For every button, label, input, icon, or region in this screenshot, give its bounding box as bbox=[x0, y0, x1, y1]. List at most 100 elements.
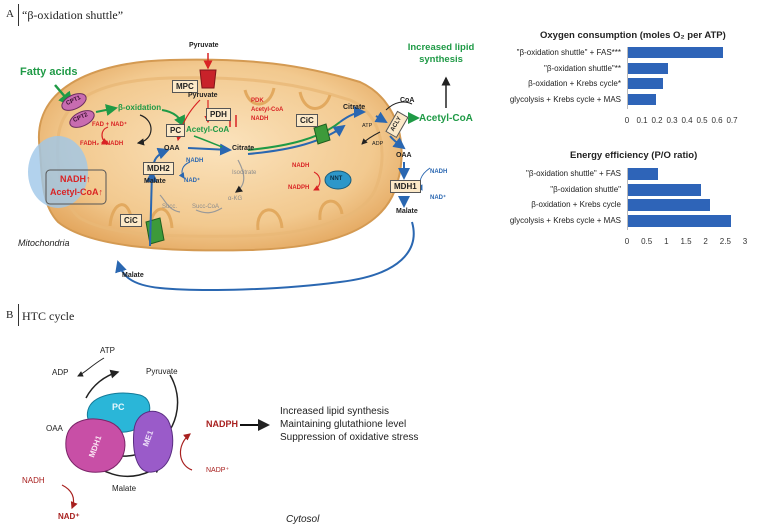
htc-adp-label: ADP bbox=[52, 368, 69, 377]
htc-pyruvate-label: Pyruvate bbox=[146, 367, 178, 376]
chart1-bar bbox=[627, 78, 663, 89]
pc-label: PC bbox=[166, 124, 186, 137]
pdk-nadh-label: NADH bbox=[251, 116, 269, 122]
fad-nad-label: FAD + NAD⁺ bbox=[92, 122, 128, 128]
cic-bottom-label: CiC bbox=[120, 214, 142, 227]
succ-label: Succ. bbox=[162, 204, 178, 210]
pyruvate-in-label: Pyruvate bbox=[188, 92, 218, 99]
chart1-tick-label: 0.1 bbox=[636, 116, 648, 125]
chart2-bar bbox=[627, 214, 732, 227]
outcome-oxidative-stress: Suppression of oxidative stress bbox=[280, 432, 419, 443]
htc-pc-label: PC bbox=[112, 402, 125, 412]
cic-top-label: CiC bbox=[296, 114, 318, 127]
pyruvate-top-label: Pyruvate bbox=[189, 42, 219, 49]
chart2-tick-label: 0 bbox=[624, 237, 630, 246]
citrate-cyto-label: Citrate bbox=[343, 104, 366, 111]
increased-lipid-label: Increased lipid synthesis bbox=[407, 42, 475, 65]
chart1-title: Oxygen consumption (moles O₂ per ATP) bbox=[540, 30, 726, 41]
nadh-up-label: NADH↑ bbox=[60, 174, 91, 184]
nnt-nadh-label: NADH bbox=[292, 163, 310, 169]
citrate-mito-label: Citrate bbox=[232, 145, 255, 152]
succ-coa-label: Succ-CoA bbox=[192, 204, 220, 210]
malate-cyto-label: Malate bbox=[396, 208, 418, 215]
chart2-axis bbox=[627, 168, 628, 230]
chart1-category-label: "β-oxidation shuttle"** bbox=[544, 63, 621, 73]
panel-a-divider bbox=[18, 4, 19, 26]
outcome-glutathione: Maintaining glutathione level bbox=[280, 419, 407, 430]
acetylcoa-up-label: Acetyl-CoA↑ bbox=[50, 187, 104, 197]
acetylcoa-cyto-label: Acetyl-CoA bbox=[419, 113, 473, 124]
panel-a-letter: A bbox=[6, 8, 14, 20]
chart1-tick-label: 0.5 bbox=[696, 116, 708, 125]
beta-oxidation-label: β-oxidation bbox=[118, 103, 162, 112]
mitochondrion-shape bbox=[28, 58, 403, 252]
chart1-tick-label: 0.3 bbox=[666, 116, 678, 125]
mdh2-nad-label: NAD⁺ bbox=[184, 178, 201, 184]
chart2-tick-label: 3 bbox=[742, 237, 748, 246]
fatty-acids-label: Fatty acids bbox=[20, 66, 78, 78]
nad-cyto-label: NAD⁺ bbox=[430, 195, 447, 201]
chart1-tick-label: 0.6 bbox=[711, 116, 723, 125]
chart2-tick-label: 1.5 bbox=[680, 237, 692, 246]
panel-b-letter: B bbox=[6, 309, 14, 321]
htc-outcomes-list: Increased lipid synthesis Maintaining gl… bbox=[280, 405, 418, 444]
chart2-category-label: "β-oxidation shuttle" bbox=[550, 184, 621, 194]
chart2-bar bbox=[627, 183, 701, 196]
coa-label: CoA bbox=[400, 97, 415, 104]
chart1-bar bbox=[627, 93, 656, 105]
htc-nadp-label: NADP⁺ bbox=[206, 467, 230, 474]
chart2-tick-label: 0.5 bbox=[641, 237, 653, 246]
mdh1-label: MDH1 bbox=[390, 180, 421, 193]
htc-nadh-label: NADH bbox=[22, 476, 45, 485]
outcome-lipid-synthesis: Increased lipid synthesis bbox=[280, 406, 389, 417]
nadh-cyto-label: NADH bbox=[430, 169, 448, 175]
chart2-category-label: glycolysis + Krebs cycle + MAS bbox=[509, 215, 621, 225]
nnt-label: NNT bbox=[330, 176, 343, 182]
chart2-category-label: "β-oxidation shuttle" + FAS bbox=[526, 169, 621, 178]
pdk-acetylcoa-label: Acetyl-CoA bbox=[251, 107, 284, 113]
chart1-tick-label: 0.4 bbox=[681, 116, 693, 125]
mdh2-nadh-label: NADH bbox=[186, 158, 204, 164]
panel-b-title: HTC cycle bbox=[22, 309, 75, 323]
akg-label: α-KG bbox=[228, 196, 243, 202]
htc-oaa-label: OAA bbox=[46, 424, 63, 433]
chart1-category-label: β-oxidation + Krebs cycle* bbox=[528, 79, 621, 88]
chart1-axis bbox=[627, 47, 628, 109]
chart2-tick-label: 2.5 bbox=[719, 237, 731, 246]
chart2-bar bbox=[627, 168, 658, 180]
oaa-cyto-label: OAA bbox=[396, 152, 412, 159]
chart1-bar bbox=[627, 62, 668, 74]
chart2-title: Energy efficiency (P/O ratio) bbox=[570, 150, 698, 161]
htc-nad-label: NAD⁺ bbox=[58, 512, 80, 521]
chart1-bar bbox=[627, 47, 723, 58]
htc-nadph-label: NADPH bbox=[206, 419, 239, 429]
pdk-label: PDK bbox=[251, 98, 264, 104]
mitochondria-label: Mitochondria bbox=[18, 238, 70, 248]
malate-bottom-label: Malate bbox=[122, 272, 144, 279]
chart1-category-label: glycolysis + Krebs cycle + MAS bbox=[509, 94, 621, 104]
pdh-label: PDH bbox=[206, 108, 231, 121]
panel-a-title: “β-oxidation shuttle” bbox=[22, 8, 124, 22]
mpc-label: MPC bbox=[172, 80, 198, 93]
chart2-tick-label: 2 bbox=[703, 237, 708, 246]
chart2-bar bbox=[627, 199, 711, 211]
chart1-tick-label: 0 bbox=[624, 116, 630, 125]
adp-label: ADP bbox=[372, 141, 384, 147]
chart1-category-label: "β-oxidation shuttle" + FAS*** bbox=[516, 48, 621, 57]
chart2-tick-label: 1 bbox=[664, 237, 669, 246]
htc-atp-label: ATP bbox=[100, 346, 115, 355]
chart1-tick-label: 0.2 bbox=[651, 116, 663, 125]
chart2-category-label: β-oxidation + Krebs cycle bbox=[531, 200, 621, 209]
nnt-nadph-label: NADPH bbox=[288, 185, 310, 191]
isocitrate-label: Isocitrate bbox=[232, 170, 257, 176]
atp-label: ATP bbox=[362, 123, 373, 129]
acetylcoa-mito-label: Acetyl-CoA bbox=[186, 125, 230, 134]
fadh2-nadh-label: FADH₂ + NADH bbox=[80, 141, 124, 147]
panel-b-divider bbox=[18, 304, 19, 326]
oaa-mito-label: OAA bbox=[164, 145, 180, 152]
htc-malate-label: Malate bbox=[112, 484, 137, 493]
chart1-tick-label: 0.7 bbox=[726, 116, 738, 125]
mdh2-label: MDH2 bbox=[143, 162, 174, 175]
cytosol-label: Cytosol bbox=[286, 514, 320, 525]
